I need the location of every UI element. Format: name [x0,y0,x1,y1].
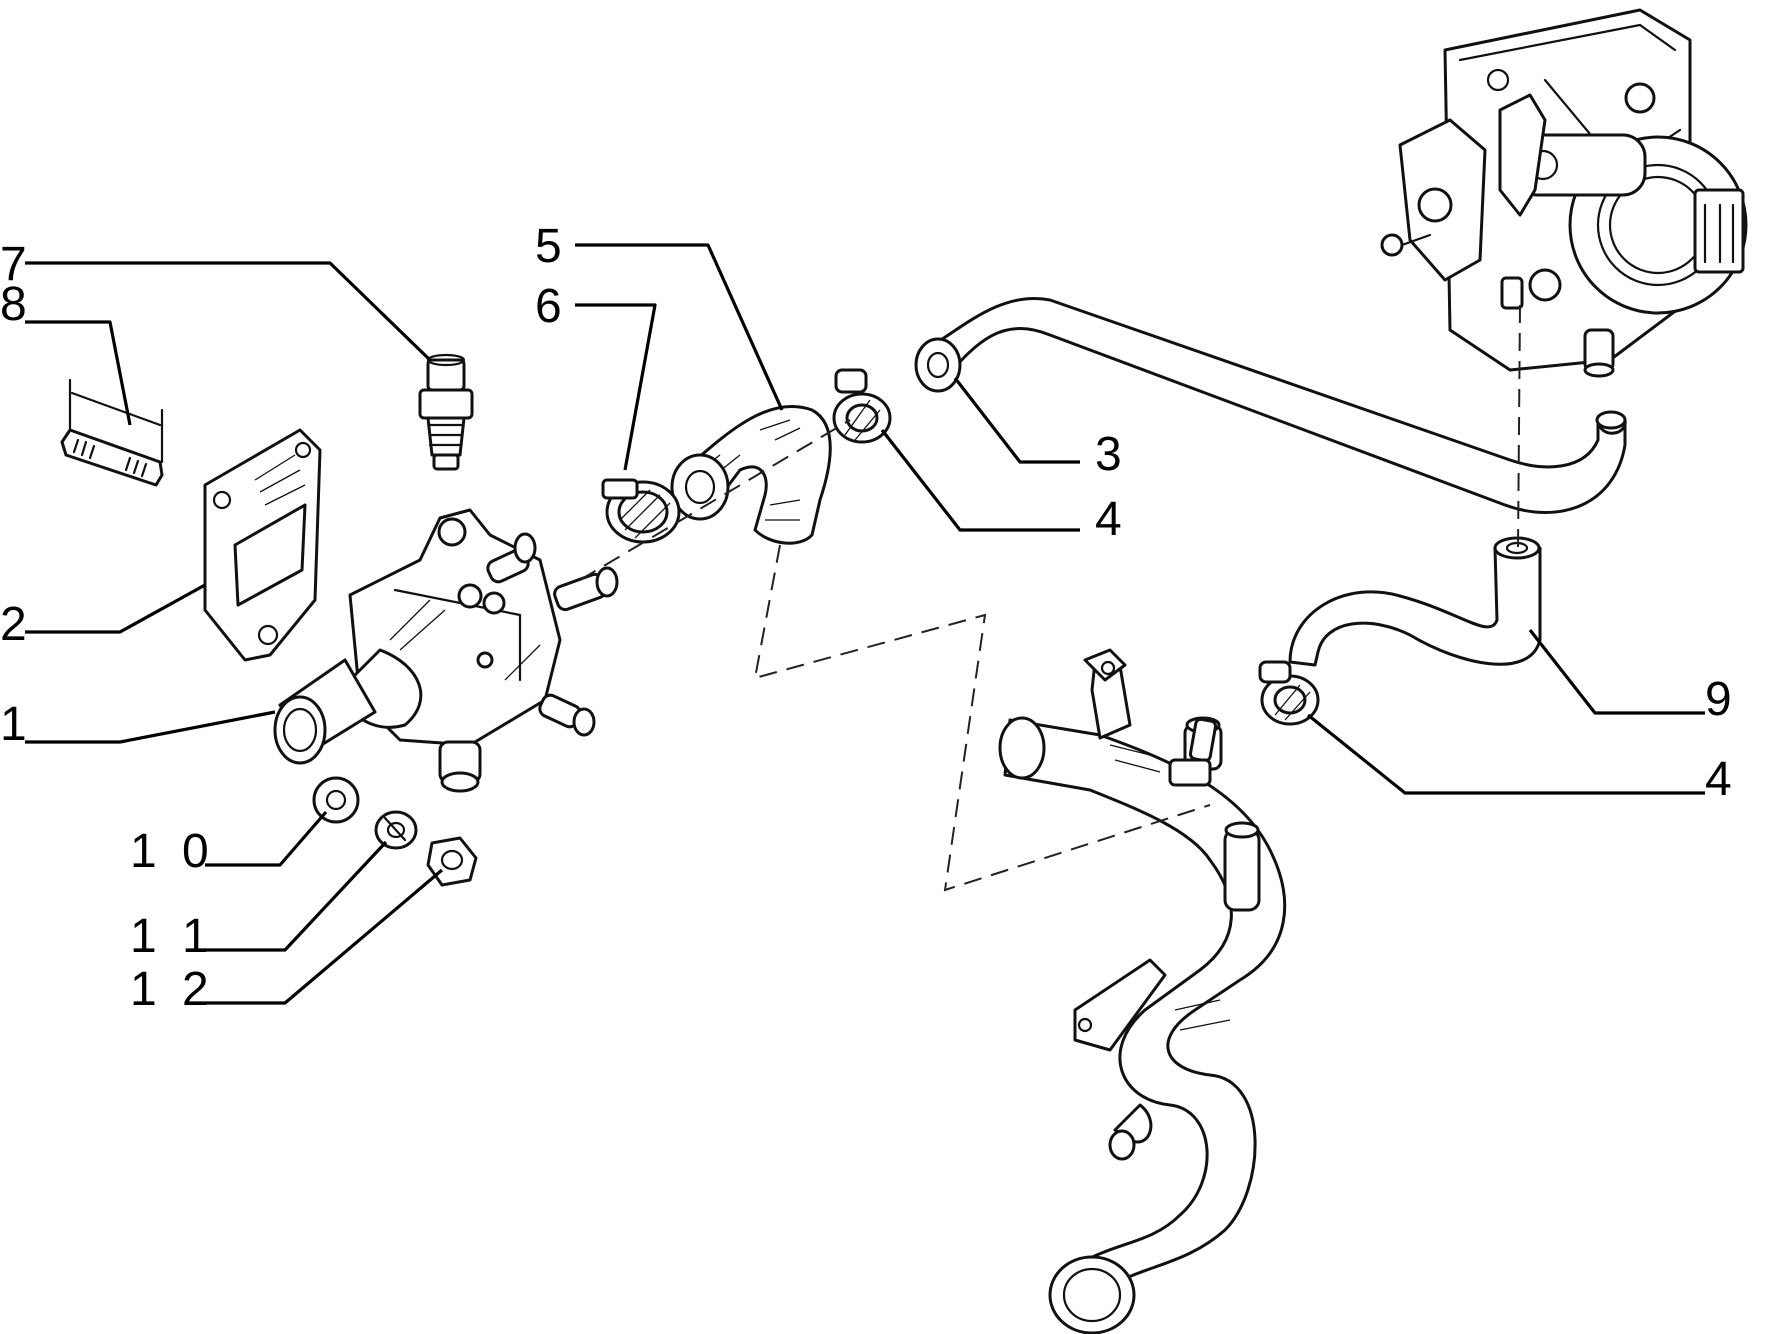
hose-clamp-4-upper [832,368,892,444]
callout-2: 2 [0,598,33,651]
throttle-body [1380,8,1748,378]
coolant-pipe-3 [914,297,1627,514]
callout-8: 8 [0,278,33,331]
callout-4-lower: 4 [1705,753,1738,806]
hose-clamp-4-lower [1258,660,1320,726]
callout-1: 1 [0,698,33,751]
gasket-2 [203,428,322,662]
spring-washer-11 [374,810,418,850]
nut-12 [426,836,478,887]
leader-lines [25,243,1705,1005]
hose-9 [1288,536,1542,667]
metal-water-pipe [998,648,1287,1334]
callout-9: 9 [1705,673,1738,726]
callout-4-upper: 4 [1095,493,1128,546]
thermostat-housing-1 [273,508,619,793]
callout-11: 1 1 [130,910,215,963]
bleed-screw-7 [418,353,474,471]
callout-5: 5 [535,220,568,273]
assembly-dashed-lines [579,304,1521,892]
callout-6: 6 [535,280,568,333]
hose-clamp-6 [601,478,681,544]
washer-10 [312,776,360,824]
callout-labels: 7 8 2 1 5 6 3 4 9 4 1 0 1 1 1 2 [0,220,1738,1016]
callout-12: 1 2 [130,963,215,1016]
callout-10: 1 0 [130,825,215,878]
callout-7: 7 [0,238,33,291]
stud-8 [60,378,164,487]
callout-3: 3 [1095,428,1128,481]
hose-5 [670,404,832,545]
